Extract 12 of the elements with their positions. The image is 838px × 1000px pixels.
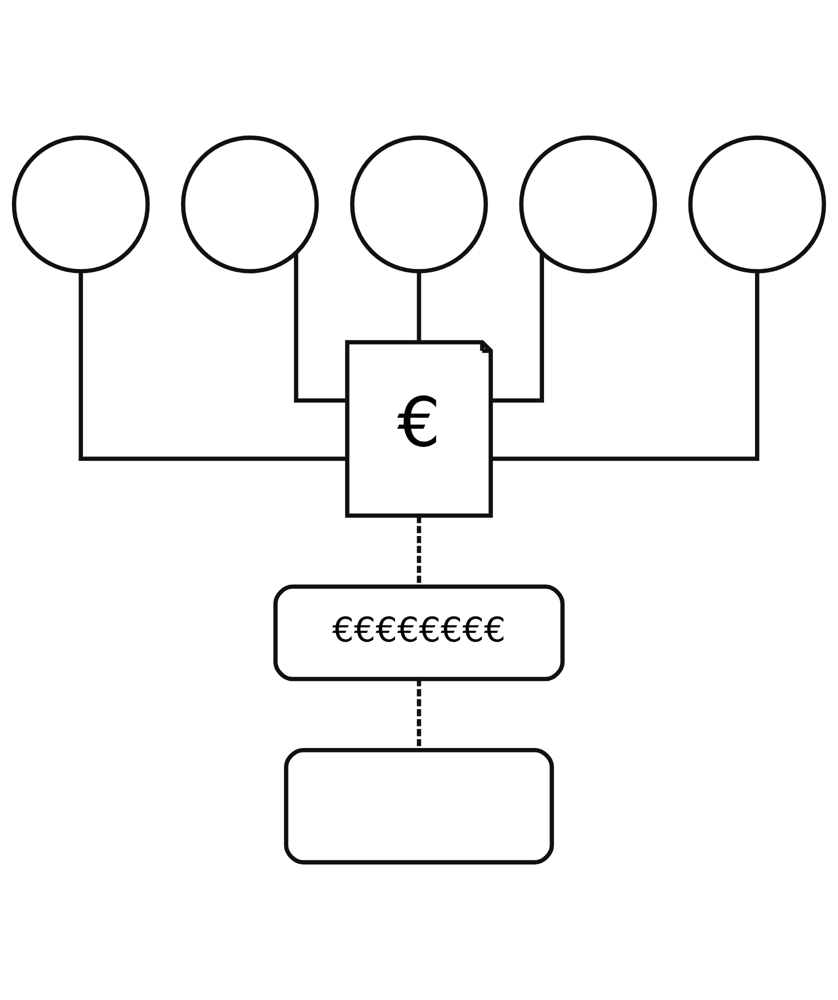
connector (294, 252, 348, 403)
node-box: €€€€€€€€ (273, 584, 565, 682)
connector (78, 271, 347, 461)
node-circle (350, 136, 488, 274)
node-circle (519, 136, 657, 274)
node-circle (181, 136, 319, 274)
node-box (284, 748, 554, 864)
node-circle (12, 136, 150, 274)
connector (490, 252, 544, 403)
connector (416, 272, 422, 342)
connector (491, 271, 760, 461)
node-circle (688, 136, 826, 274)
